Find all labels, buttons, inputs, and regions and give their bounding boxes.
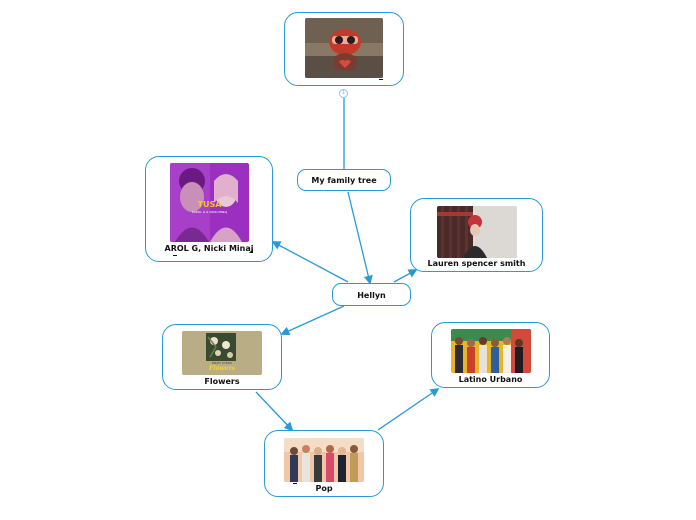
- node-karol-g-cover: TUSA KAROL G & NICKI MINAJ: [170, 163, 249, 242]
- node-lauren-photo: [437, 206, 517, 258]
- node-top-image[interactable]: [284, 12, 404, 86]
- node-latino-urbano[interactable]: Latino Urbano: [431, 322, 550, 388]
- collapse-toggle[interactable]: 1: [339, 89, 348, 98]
- node-latino-urbano-photo: [451, 329, 531, 373]
- node-pop[interactable]: Pop: [264, 430, 384, 497]
- node-flowers-cover-title: Flowers: [208, 365, 236, 372]
- connector-family-to-hellyn: [347, 191, 373, 285]
- connector-hellyn-to-flowers: [280, 305, 345, 336]
- node-top-image-marker: [379, 79, 383, 80]
- node-karol-g[interactable]: TUSA KAROL G & NICKI MINAJ AROL G, Nicki…: [145, 156, 273, 262]
- node-latino-urbano-label: Latino Urbano: [458, 375, 523, 384]
- node-karol-g-label: AROL G, Nicki Minaj: [164, 244, 254, 253]
- node-karol-g-cover-title: TUSA: [197, 200, 222, 209]
- node-karol-g-resize-icon: [249, 249, 253, 253]
- node-flowers-cover: MILEY CYRUS Flowers: [182, 331, 262, 375]
- connector-pop-to-latino: [377, 387, 440, 431]
- node-lauren-label: Lauren spencer smith: [427, 259, 526, 268]
- node-lauren-spencer-smith[interactable]: Lauren spencer smith: [410, 198, 543, 272]
- node-karol-g-cover-subtitle: KAROL G & NICKI MINAJ: [191, 210, 228, 214]
- node-flowers[interactable]: MILEY CYRUS Flowers Flowers: [162, 324, 282, 390]
- node-flowers-label: Flowers: [204, 377, 240, 386]
- node-pop-photo: [284, 438, 364, 482]
- node-hellyn[interactable]: Hellyn: [332, 283, 411, 306]
- node-pop-label: Pop: [315, 484, 333, 493]
- node-karol-g-marker: [173, 255, 177, 256]
- connector-flowers-to-pop: [255, 391, 294, 432]
- node-my-family-tree[interactable]: My family tree: [297, 169, 391, 191]
- node-flowers-cover-subtitle: MILEY CYRUS: [212, 361, 232, 365]
- node-top-image-photo: [305, 18, 383, 78]
- node-pop-marker: [293, 483, 297, 484]
- node-my-family-tree-label: My family tree: [311, 176, 377, 185]
- connector-hellyn-to-lauren: [393, 269, 418, 283]
- connector-hellyn-to-karol: [271, 241, 349, 283]
- node-hellyn-label: Hellyn: [357, 291, 386, 300]
